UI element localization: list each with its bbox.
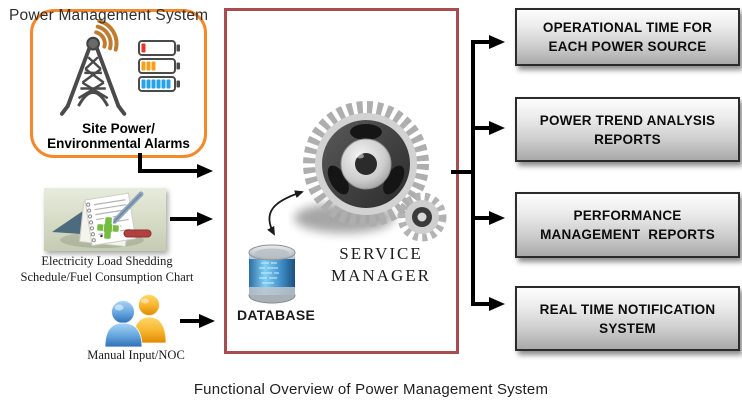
two-users-icon <box>104 294 167 348</box>
gear-icon <box>294 101 447 242</box>
site-power-label-line2: Environmental Alarms <box>47 136 190 151</box>
output-2-line2: REPORTS <box>594 131 661 147</box>
output-4-line1: REAL TIME NOTIFICATION <box>539 301 716 317</box>
battery-half-orange-icon <box>138 58 180 74</box>
gear-small <box>397 192 447 242</box>
output-box-power-trend: POWER TREND ANALYSIS REPORTS <box>515 97 740 162</box>
user-front-blue <box>104 300 143 348</box>
output-box-notification: REAL TIME NOTIFICATION SYSTEM <box>515 286 740 351</box>
site-power-label-line1: Site Power/ <box>82 121 155 136</box>
battery-full-blue-icon <box>138 76 180 92</box>
output-2-line1: POWER TREND ANALYSIS <box>539 112 716 128</box>
output-box-operational-time: OPERATIONAL TIME FOR EACH POWER SOURCE <box>515 8 740 66</box>
output-3-line1: PERFORMANCE <box>573 208 682 223</box>
manual-input-label: Manual Input/NOC <box>87 348 185 362</box>
cell-tower-icon <box>59 19 127 116</box>
service-manager-line1: SERVICE <box>339 244 423 263</box>
gear-large <box>303 101 429 227</box>
output-3-line2: MANAGEMENT REPORTS <box>540 227 715 242</box>
site-power-label: Site Power/ Environmental Alarms <box>33 121 204 151</box>
output-4-line2: SYSTEM <box>599 320 656 336</box>
output-box-performance: PERFORMANCE MANAGEMENT REPORTS <box>515 192 740 258</box>
diagram-caption: Functional Overview of Power Management … <box>193 381 549 398</box>
battery-low-red-icon <box>138 40 180 56</box>
output-1-line2: EACH POWER SOURCE <box>548 39 707 54</box>
database-label: DATABASE <box>237 307 316 323</box>
load-shedding-label-line2: Schedule/Fuel Consumption Chart <box>20 269 194 284</box>
output-1-line1: OPERATIONAL TIME FOR <box>542 20 713 35</box>
checklist-clipboard-icon <box>44 188 166 251</box>
pms-title: Power Management System <box>9 7 209 24</box>
service-manager-line2: MANAGER <box>331 266 431 285</box>
service-manager-label: SERVICE MANAGER <box>315 243 447 287</box>
input-box-site-power: Site Power/ Environmental Alarms <box>30 9 207 158</box>
load-shedding-label: Electricity Load Shedding Schedule/Fuel … <box>0 254 214 285</box>
database-cylinder-icon <box>248 244 296 304</box>
load-shedding-label-line1: Electricity Load Shedding <box>41 254 173 268</box>
